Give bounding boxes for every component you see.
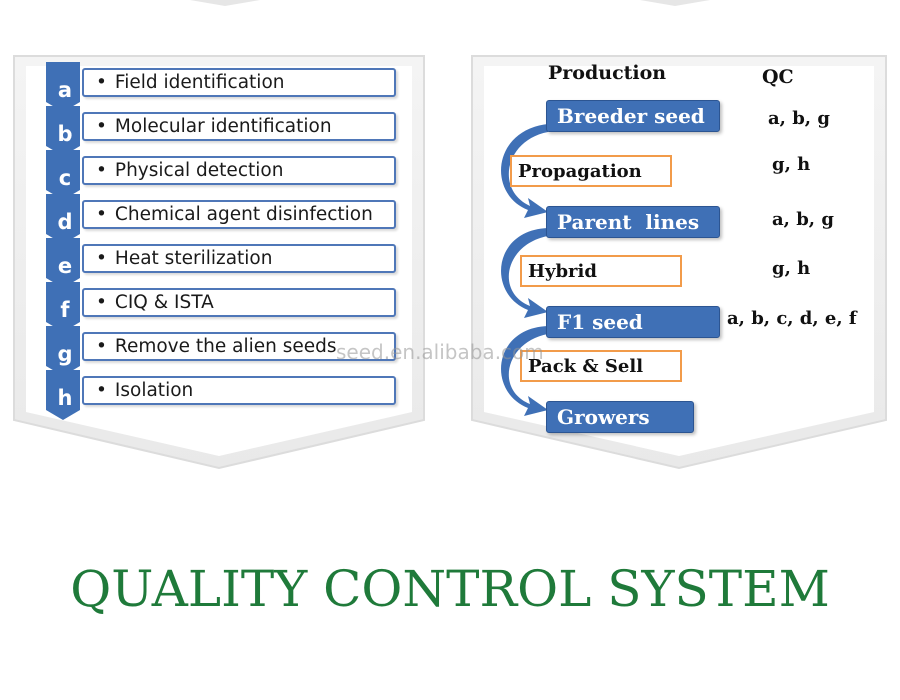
- step-text: CIQ & ISTA: [114, 292, 214, 313]
- flow-arrow-2: [501, 228, 548, 318]
- step-text: Field identification: [114, 72, 285, 93]
- bullet: •: [96, 248, 107, 269]
- chevron-f: [46, 282, 80, 332]
- stage-parent-lines: Parent lines: [546, 206, 720, 238]
- step-text: Molecular identification: [114, 116, 332, 137]
- step-letter: e: [57, 254, 73, 278]
- process-hybrid: Hybrid: [520, 255, 682, 287]
- step-text: Heat sterilization: [114, 248, 273, 269]
- step-letter: c: [58, 166, 72, 190]
- stage-f1-seed: F1 seed: [546, 306, 720, 338]
- top-tip-left: [190, 0, 260, 6]
- chevron-d: [46, 194, 80, 244]
- step-item: • Isolation: [82, 376, 396, 405]
- step-item: • Field identification: [82, 68, 396, 97]
- qc-breeder-seed: a, b, g: [768, 108, 830, 129]
- chevron-a: [46, 62, 80, 112]
- step-item: • CIQ & ISTA: [82, 288, 396, 317]
- step-item: • Remove the alien seeds: [82, 332, 396, 361]
- step-letter: b: [57, 122, 73, 146]
- step-text: Remove the alien seeds: [114, 336, 337, 357]
- step-text: Chemical agent disinfection: [114, 204, 373, 225]
- bullet: •: [96, 204, 107, 225]
- step-item: • Chemical agent disinfection: [82, 200, 396, 229]
- step-item: • Physical detection: [82, 156, 396, 185]
- bullet: •: [96, 292, 107, 313]
- step-letter: f: [60, 298, 70, 322]
- qc-propagation: g, h: [772, 154, 811, 175]
- bullet: •: [96, 380, 107, 401]
- flow-arrows: [501, 124, 548, 416]
- qc-header: QC: [762, 66, 794, 88]
- step-letter: a: [57, 78, 73, 102]
- chevron-b: [46, 106, 80, 156]
- chevron-g: [46, 326, 80, 376]
- flow-arrow-1: [501, 124, 548, 218]
- step-letter: d: [57, 210, 73, 234]
- production-header: Production: [548, 62, 667, 84]
- chevron-c: [46, 150, 80, 200]
- step-text: Isolation: [114, 380, 194, 401]
- bullet: •: [96, 336, 107, 357]
- page-title: QUALITY CONTROL SYSTEM: [70, 560, 830, 618]
- step-item: • Heat sterilization: [82, 244, 396, 273]
- watermark: seed.en.alibaba.com: [336, 340, 544, 364]
- qc-f1-seed: a, b, c, d, e, f: [727, 308, 857, 329]
- flow-arrow-3: [501, 326, 548, 416]
- bullet: •: [96, 160, 107, 181]
- step-item: • Molecular identification: [82, 112, 396, 141]
- bullet: •: [96, 72, 107, 93]
- process-pack-sell: Pack & Sell: [520, 350, 682, 382]
- stage-growers: Growers: [546, 401, 694, 433]
- bullet: •: [96, 116, 107, 137]
- chevron-e: [46, 238, 80, 288]
- qc-parent-lines: a, b, g: [772, 209, 834, 230]
- step-letter: g: [57, 342, 73, 366]
- stage-breeder-seed: Breeder seed: [546, 100, 720, 132]
- process-propagation: Propagation: [510, 155, 672, 187]
- top-tip-right: [640, 0, 710, 6]
- step-text: Physical detection: [114, 160, 284, 181]
- chevron-h: [46, 370, 80, 420]
- qc-hybrid: g, h: [772, 258, 811, 279]
- step-letter: h: [57, 386, 73, 410]
